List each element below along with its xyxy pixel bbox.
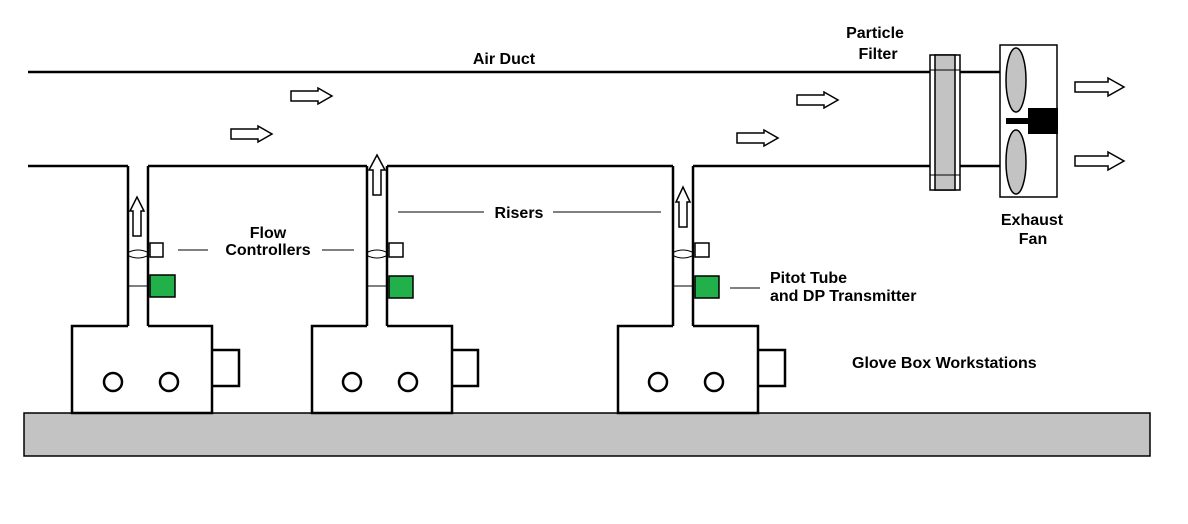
exhaust-fan-label-line1: Exhaust: [1001, 212, 1064, 229]
air-duct-label: Air Duct: [473, 51, 536, 68]
pitot-transmitter-3: [673, 275, 720, 299]
floor: [23, 412, 1151, 457]
flow-controller-3: [673, 242, 710, 259]
riser-1: [126, 166, 150, 326]
flow-controller-1: [128, 242, 164, 259]
flow-arrow-right: [290, 86, 334, 106]
riser-3: [671, 166, 695, 326]
pitot-transmitter-1: [128, 274, 176, 298]
riser-arrows: [128, 153, 692, 237]
flow-arrow-right: [1074, 76, 1126, 98]
particle-filter: [929, 54, 961, 191]
particle-filter-label-line1: Particle: [846, 25, 904, 42]
flow-arrow-right: [230, 124, 274, 144]
flow-arrow-right: [796, 90, 840, 110]
flow-arrow-up: [674, 185, 692, 228]
pitot-label-line2: and DP Transmitter: [770, 288, 916, 305]
exhaust-fan: [999, 44, 1058, 198]
riser-2: [365, 166, 389, 326]
glove-box-1: [70, 324, 241, 415]
risers-label: Risers: [495, 205, 544, 222]
exhaust-fan-label-line2: Fan: [1019, 231, 1047, 248]
flow-arrow-up: [128, 195, 146, 237]
glove-box-2: [310, 324, 480, 415]
pitot-label-line1: Pitot Tube: [770, 270, 847, 287]
flow-arrow-right: [736, 128, 780, 148]
pitot-transmitter-2: [367, 275, 414, 299]
glove-box-label: Glove Box Workstations: [852, 355, 1037, 372]
flow-arrows: [230, 76, 1126, 172]
flow-controllers-label-line2: Controllers: [225, 242, 310, 259]
glove-box-3: [616, 324, 787, 415]
flow-arrow-up: [367, 153, 387, 196]
particle-filter-label-line2: Filter: [858, 46, 897, 63]
flow-controllers-label-line1: Flow: [250, 225, 287, 242]
flow-controller-2: [367, 242, 404, 259]
flow-arrow-right: [1074, 150, 1126, 172]
